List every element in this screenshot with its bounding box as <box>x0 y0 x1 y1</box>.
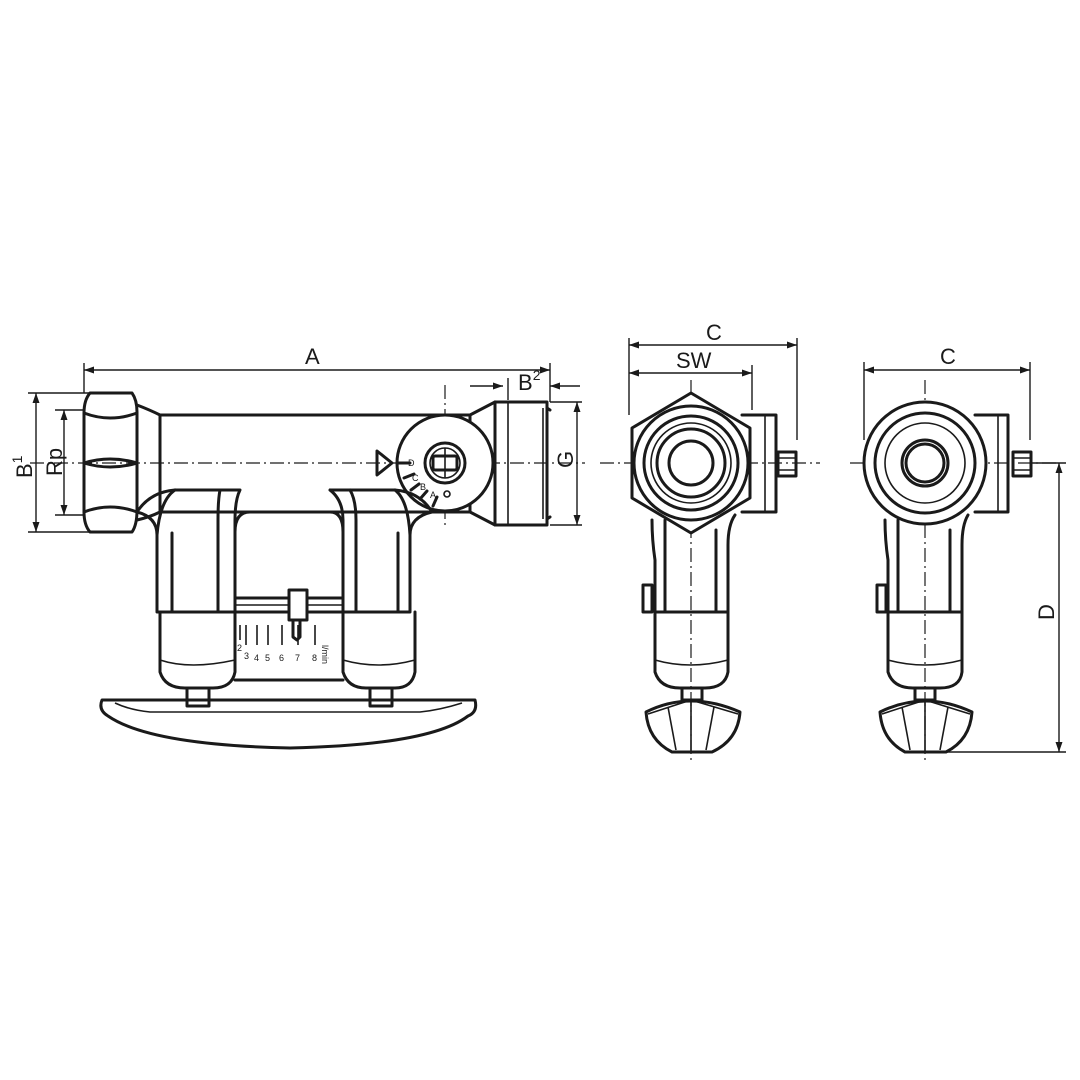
lever-handle <box>99 698 478 750</box>
dim-label-rp: Rp <box>42 448 67 476</box>
scale-number-3: 3 <box>244 651 249 661</box>
dim-label-b2: B2 <box>518 367 541 395</box>
scale-number-5: 5 <box>265 653 270 663</box>
dimension-d: D <box>940 462 1066 753</box>
dim-label-g: G <box>553 451 578 468</box>
scale-number-8: 8 <box>312 653 317 663</box>
flow-scale-ticks <box>239 625 316 645</box>
dimension-sw: SW <box>628 348 753 415</box>
dim-label-c-front: C <box>706 320 722 345</box>
dimension-b1: B1 <box>9 392 90 533</box>
dim-label-b1: B1 <box>9 455 37 478</box>
dial-mark-a: A <box>430 490 436 500</box>
scale-number-6: 6 <box>279 653 284 663</box>
dim-label-sw: SW <box>676 348 712 373</box>
dimension-g: G <box>550 401 582 526</box>
dim-label-a: A <box>305 344 320 369</box>
front-view-hex: SW C <box>600 320 820 760</box>
front-view-round: C D <box>850 344 1066 760</box>
dim-label-c-side: C <box>940 344 956 369</box>
union-nut-hex <box>82 391 139 534</box>
dimension-rp: Rp <box>42 409 84 516</box>
scale-number-7: 7 <box>295 653 300 663</box>
side-elevation-view: D C B A <box>9 344 585 750</box>
adjustment-dial: D C B A <box>395 413 495 513</box>
dial-mark-d: D <box>408 458 415 468</box>
scale-number-2: 2 <box>237 643 242 653</box>
threaded-connector <box>468 400 552 527</box>
left-leg <box>135 488 242 708</box>
scale-unit: l/min <box>320 645 330 664</box>
scale-number-4: 4 <box>254 653 259 663</box>
dimension-a: A <box>83 344 551 402</box>
dial-mark-c: C <box>412 473 419 483</box>
dial-mark-b: B <box>420 482 426 492</box>
dimension-c-front: C <box>628 320 798 440</box>
dimension-b2: B2 <box>470 367 580 400</box>
dimension-c-side: C <box>863 344 1031 440</box>
dim-label-d: D <box>1034 604 1059 620</box>
flow-meter: 2 3 4 5 6 7 8 l/min <box>233 510 345 682</box>
flow-direction-arrow <box>375 449 394 477</box>
right-leg <box>328 488 434 708</box>
